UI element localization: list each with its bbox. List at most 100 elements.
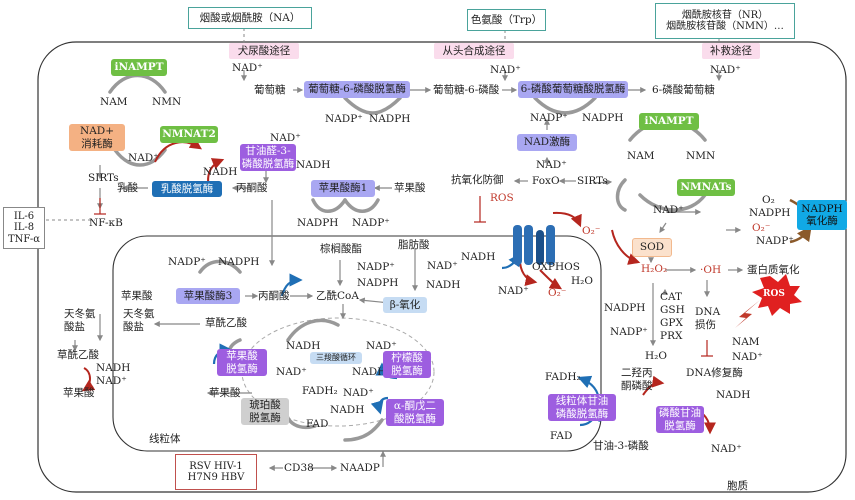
label-antiox-list: CAT GSH GPX PRX [660,291,685,343]
label-nadp-nox: NADP⁺ [756,235,794,247]
label-h2o-oxphos: H₂O [571,275,593,287]
label-h2o-antiox: H₂O [645,350,667,362]
enzyme-ldh: 乳酸脱氢酶 [152,181,222,197]
label-nadph-me1: NADPH [297,217,339,229]
label-o2minus-oxphos: O₂⁻ [548,287,567,299]
label-oh: ·OH [700,264,722,276]
enzyme-beta-ox: β-氧化 [383,297,427,313]
label-nad-g3pdh: NAD⁺ [711,443,742,455]
enzyme-g3pdh: 磷酸甘油 脱氢酶 [656,406,704,433]
label-oxphos: OXPHOS [532,261,580,273]
label-nad-gapdh: NAD⁺ [270,132,301,144]
lightning-icon [735,300,760,328]
label-acetylcoa: 乙酰CoA [316,290,359,302]
label-nfkb: NF-κB [89,217,123,229]
label-nad-beta: NAD⁺ [427,260,458,272]
label-mito: 线粒体 [149,433,181,445]
pathway-salvage: 补救途径 [702,43,760,59]
enzyme-mdh: 苹果酸 脱氢酶 [217,349,267,376]
label-nad-mdh: NAD⁺ [276,366,307,378]
pathway-kyn: 犬尿酸途径 [229,43,299,59]
label-malate-cyto2: 苹果酸 [63,387,95,399]
label-nadph-pgd: NADPH [582,112,624,124]
enzyme-nmnat2: NMNAT2 [160,126,218,143]
enzyme-g3pdh-mito: 线粒体甘油 磷酸脱氢酶 [548,394,616,421]
label-nadh-oxphos: NADH [461,251,496,263]
label-oxaloacetate-cyto: 草酰乙酸 [57,349,99,361]
label-nadh-akg: NADH [330,404,365,416]
ros-burst-icon [752,274,802,316]
label-nad-mdh-cyto: NAD⁺ [96,375,127,387]
label-nadh-beta: NADH [426,279,461,291]
label-dna-damage: DNA 损伤 [695,306,721,331]
label-pyruvate-mito: 丙酮酸 [258,290,290,302]
label-fadh2-shuttle: FADH₂ [545,371,581,383]
mitochondrion-membrane [112,235,602,452]
label-o2-nox: O₂ [762,194,775,206]
label-nadh-g3pdh: NADH [716,389,751,401]
label-sirts-left: SIRTs [88,172,119,184]
label-nadp-fa: NADP⁺ [357,261,395,273]
label-nadh-idh: NADH [352,366,387,378]
label-nad-nadk: NAD⁺ [536,159,567,171]
source-trp: 色氨酸（Trp） [467,9,546,31]
label-nadh-mdh-cyto: NADH [96,362,131,374]
label-foxo: FoxO [532,175,560,187]
source-nr-nmn: 烟酰胺核苷（NR） 烟酰胺核苷酸（NMN）… [655,3,795,39]
label-fad-sdh: FAD [306,418,329,430]
label-protein-ox: 蛋白质氧化 [747,264,800,276]
label-aspartate-mito: 天冬氨酸盐 [123,308,155,334]
label-nad-right: NAD⁺ [653,204,684,216]
label-ros-top: ROS [490,192,514,204]
label-nad-left: NAD⁺ [128,152,159,164]
label-sirts-right: SIRTs [577,175,608,187]
enzyme-nmnats: NMNATs [677,179,735,196]
label-nadh-gapdh: NADH [296,159,331,171]
label-nadp-g6pd: NADP⁺ [325,113,363,125]
label-nadp-antiox: NADP⁺ [610,326,648,338]
label-cytosol: 胞质 [727,480,748,492]
label-nadph-me3: NADPH [218,256,260,268]
enzyme-me1: 苹果酸酶1 [311,180,375,197]
enzyme-me3: 苹果酸酶3 [176,288,240,304]
label-pgl: 6-磷酸葡萄糖 [652,84,715,96]
label-o2minus-mito: O₂⁻ [582,225,601,237]
label-aspartate-cyto: 天冬氨酸盐 [64,308,96,334]
enzyme-nad-consume: NAD+ 消耗酶 [69,124,125,151]
virus-box: RSV HIV-1 H7N9 HBV [175,454,257,490]
label-g3p: 甘油-3-磷酸 [593,440,649,452]
label-nmn-left: NMN [152,96,182,108]
label-naadp: NAADP [340,462,380,474]
label-nam-repair: NAM [732,336,760,348]
enzyme-nadk: NAD激酶 [517,134,577,151]
label-nadp-pgd: NADP⁺ [530,112,568,124]
label-nadph-g6pd: NADPH [369,113,411,125]
tca-label: 三羧酸循环 [310,352,362,364]
enzyme-sdh: 琥珀酸 脱氢酶 [241,398,289,425]
label-lactate: 乳酸 [117,182,138,194]
label-nadph-antiox: NADPH [604,302,646,314]
cytokine-box: IL-6 IL-8 TNF-α [3,207,45,249]
label-nad-repair: NAD⁺ [732,351,763,363]
enzyme-idh: 柠檬酸 脱氢酶 [383,351,431,378]
label-nam-left: NAM [100,96,128,108]
source-na: 烟酸或烟酰胺（NA） [188,7,312,29]
label-nad-denovo: NAD⁺ [490,64,521,76]
enzyme-pgd: 6-磷酸葡萄糖酸脱氢酶 [518,81,628,98]
label-nadh-mdh: NADH [286,340,321,352]
label-pyruvate-cyto: 丙酮酸 [236,182,268,194]
label-palmitoyl: 棕榈酸酯 [320,243,362,255]
label-nadp-me1: NADP⁺ [352,217,390,229]
enzyme-inampt-right: iNAMPT [639,113,699,130]
enzyme-akgdh: α-酮戊二 酸脱氢酶 [386,399,444,426]
label-dna-repair: DNA修复酶 [686,367,743,379]
enzyme-g6pd: 葡萄糖-6-磷酸脱氢酶 [304,81,410,98]
label-h2o2: H₂O₂ [641,263,668,275]
label-nam-right: NAM [627,150,655,162]
pathway-denovo: 从头合成途径 [434,43,514,59]
label-ros-burst: ROS [763,289,785,299]
cell-membrane [37,41,847,493]
label-nadh-ldh: NADH [203,166,238,178]
